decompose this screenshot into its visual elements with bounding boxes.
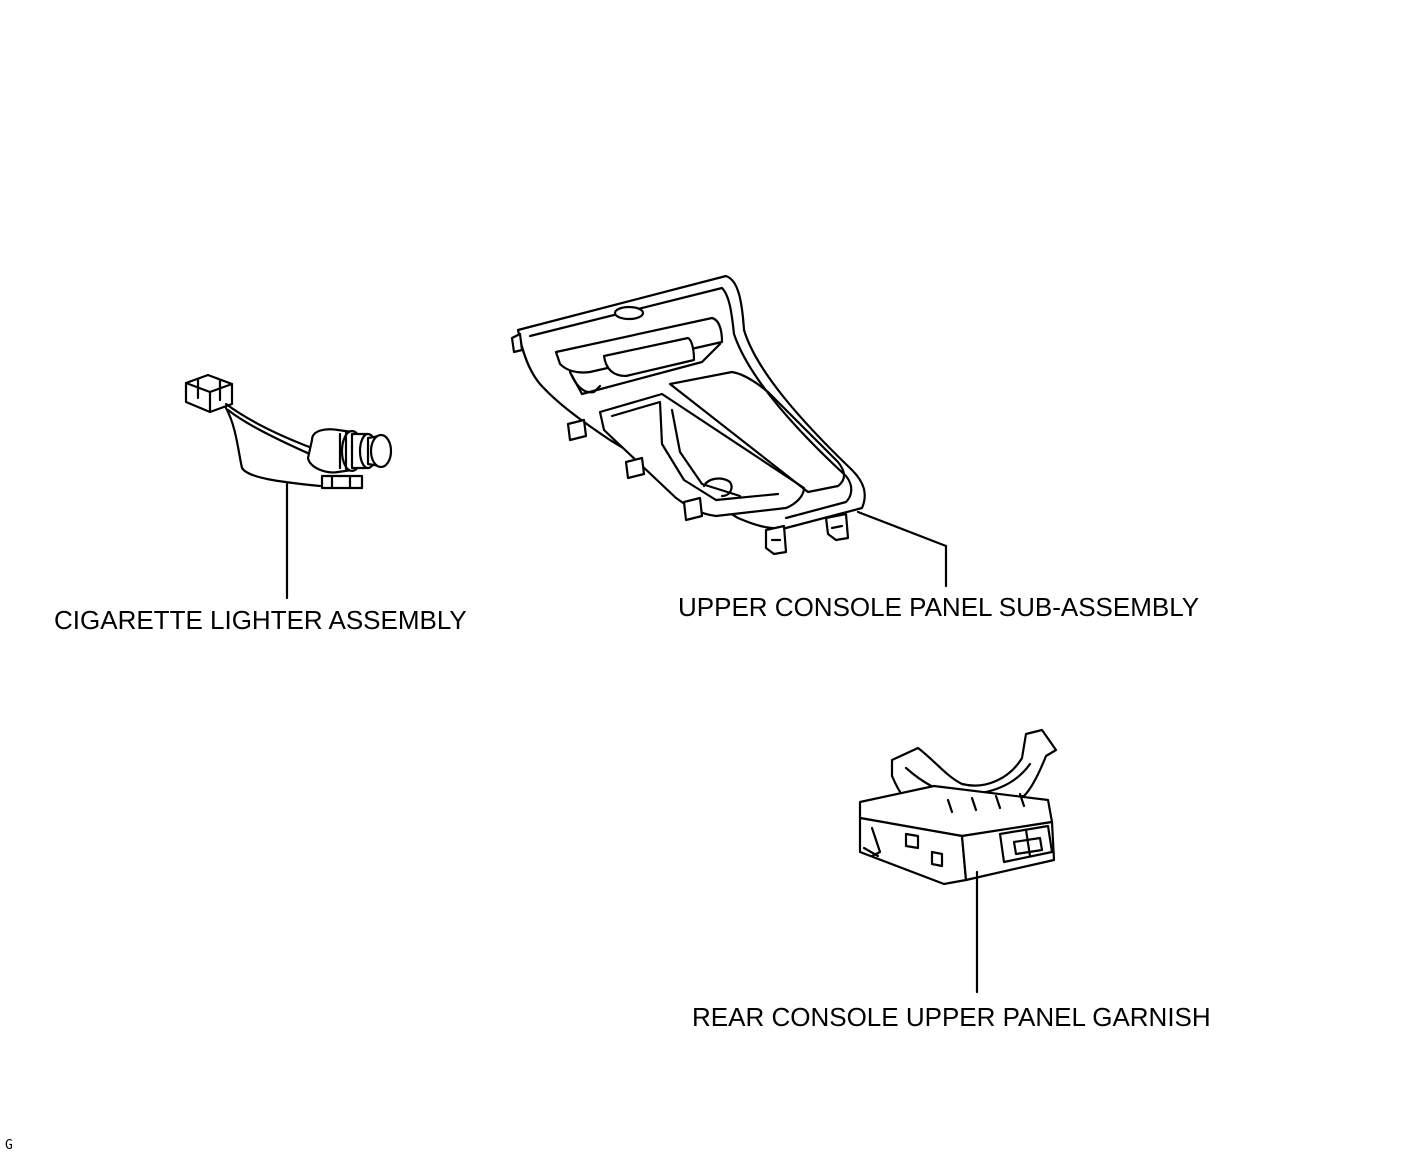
- cigarette-lighter-drawing: [184, 373, 393, 600]
- label-rear-console-upper-panel-garnish: REAR CONSOLE UPPER PANEL GARNISH: [692, 1002, 1211, 1032]
- label-cigarette-lighter-assembly: CIGARETTE LIGHTER ASSEMBLY: [54, 605, 467, 635]
- figure-code: G: [5, 1138, 13, 1153]
- rear-console-garnish-drawing: [858, 728, 1058, 994]
- label-upper-console-panel-sub-assembly: UPPER CONSOLE PANEL SUB-ASSEMBLY: [678, 592, 1200, 622]
- upper-console-panel-drawing: [510, 274, 948, 588]
